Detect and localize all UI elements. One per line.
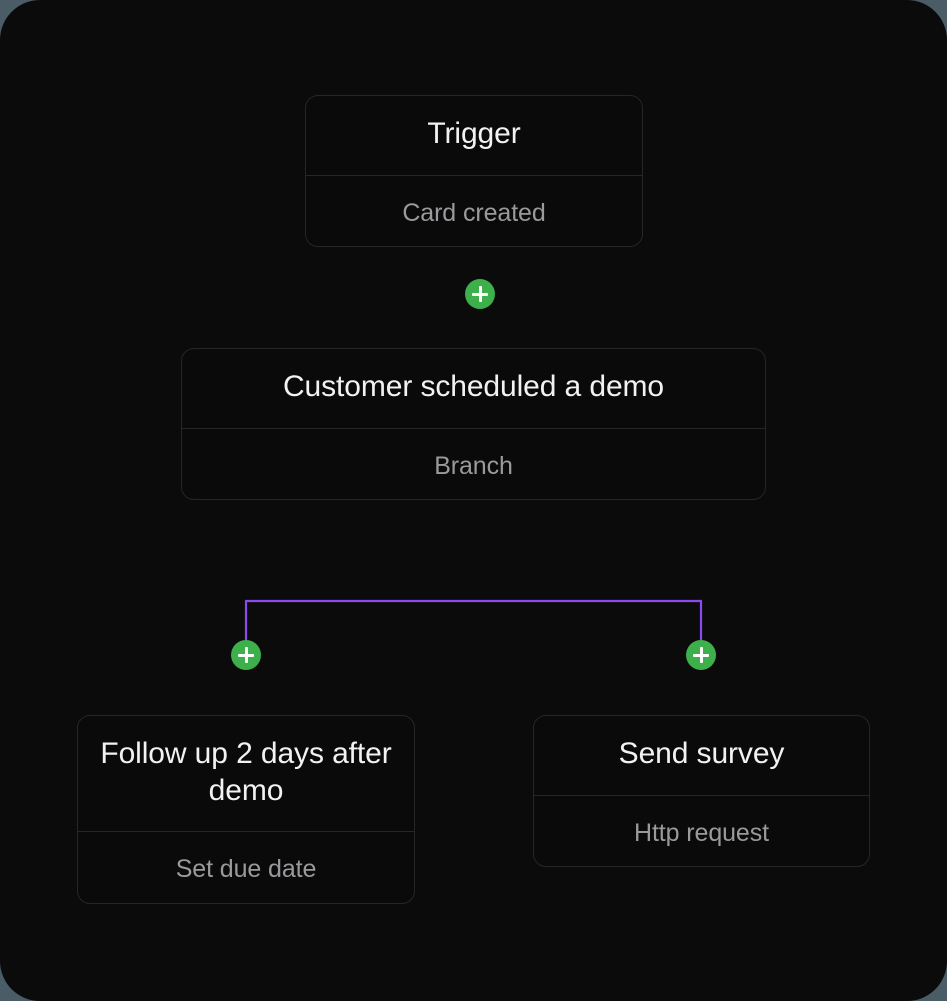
node-branch-title: Customer scheduled a demo — [282, 370, 665, 403]
node-send-survey-title: Send survey — [618, 737, 785, 770]
node-follow-up[interactable]: Follow up 2 days after demo Set due date — [77, 715, 415, 904]
node-send-survey-divider — [534, 794, 869, 796]
node-send-survey[interactable]: Send survey Http request — [533, 715, 870, 867]
add-step-button-after-trigger[interactable] — [465, 279, 495, 309]
node-trigger-divider — [306, 174, 642, 176]
node-trigger-title: Trigger — [427, 117, 521, 150]
node-trigger[interactable]: Trigger Card created — [305, 95, 643, 247]
plus-icon-vertical — [244, 647, 248, 663]
node-follow-up-divider — [78, 831, 414, 833]
node-branch-divider — [182, 427, 765, 429]
node-follow-up-title: Follow up 2 days after demo — [100, 737, 392, 807]
add-step-button-branch-right[interactable] — [686, 640, 716, 670]
plus-icon-vertical — [478, 286, 482, 302]
node-branch[interactable]: Customer scheduled a demo Branch — [181, 348, 766, 500]
node-trigger-subtitle: Card created — [402, 198, 546, 227]
node-send-survey-subtitle: Http request — [634, 818, 769, 847]
node-follow-up-subtitle: Set due date — [175, 855, 317, 884]
plus-icon-vertical — [699, 647, 703, 663]
add-step-button-branch-left[interactable] — [231, 640, 261, 670]
node-branch-subtitle: Branch — [434, 451, 513, 480]
